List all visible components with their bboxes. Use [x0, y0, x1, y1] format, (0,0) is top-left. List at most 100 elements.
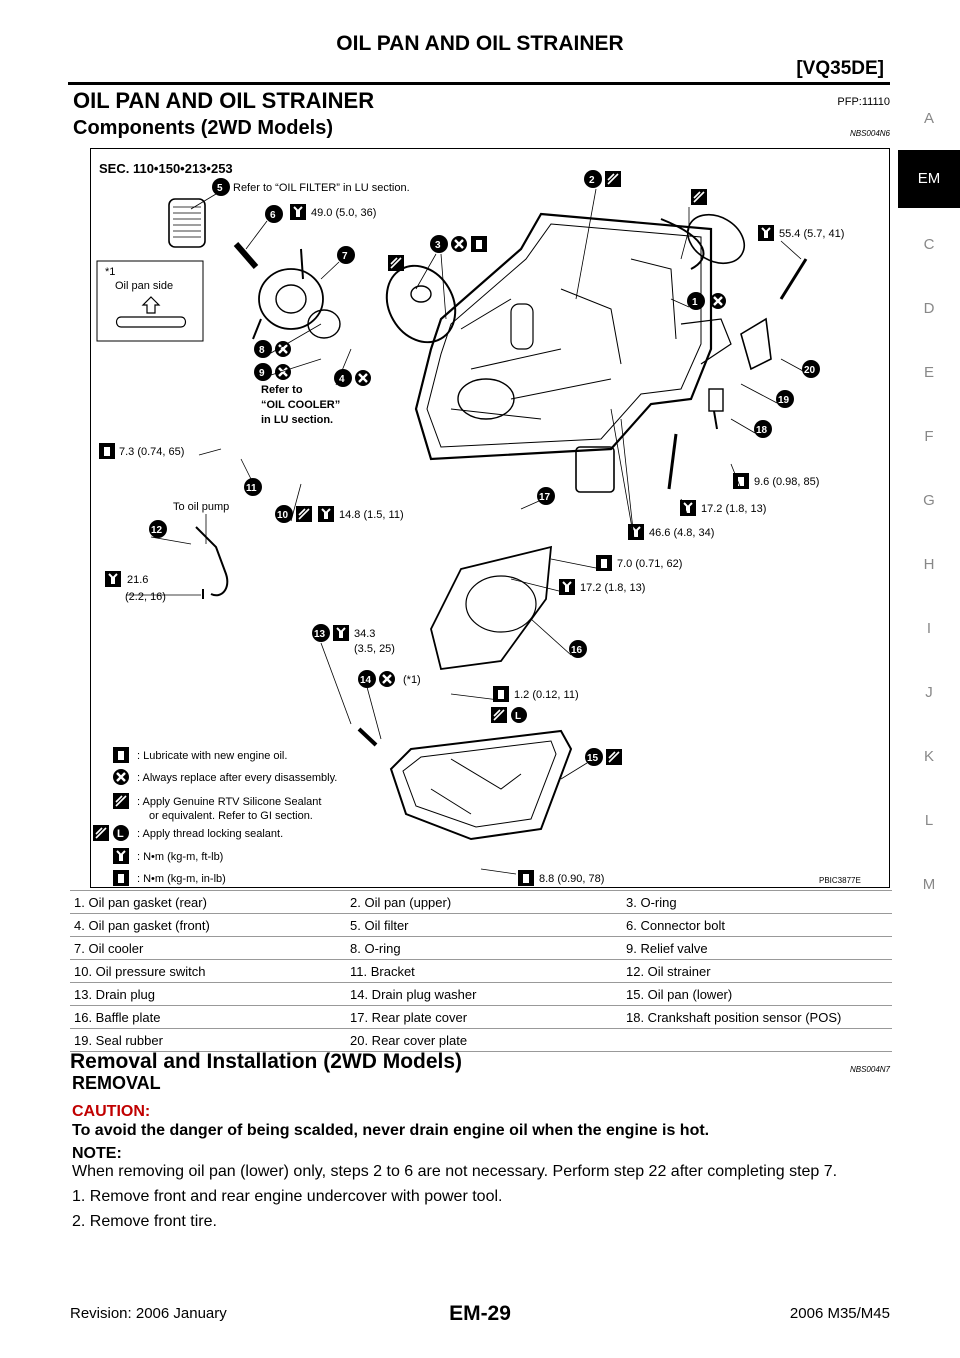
torque-12c: 1.2 (0.12, 11)	[514, 689, 579, 701]
inset-title: *1	[105, 266, 115, 278]
tab-c[interactable]: C	[923, 236, 935, 253]
table-cell: 13. Drain plug	[70, 982, 346, 1006]
table-cell: 5. Oil filter	[346, 913, 622, 937]
legend-sealant: : Apply Genuine RTV Silicone Sealant	[137, 796, 321, 808]
footer-revision: Revision: 2006 January	[70, 1305, 227, 1322]
torque-14: (*1)	[403, 674, 421, 686]
components-code: NBS004N6	[849, 129, 890, 138]
table-cell: 4. Oil pan gasket (front)	[70, 913, 346, 937]
torque-17b: 17.2 (1.8, 13)	[580, 582, 645, 594]
svg-text:6: 6	[270, 210, 276, 221]
note-body: When removing oil pan (lower) only, step…	[72, 1163, 838, 1180]
removal-code: NBS004N7	[849, 1065, 890, 1074]
tab-l[interactable]: L	[924, 812, 934, 829]
table-cell: 15. Oil pan (lower)	[622, 982, 892, 1006]
svg-text:2: 2	[589, 175, 595, 186]
table-cell	[622, 1028, 892, 1052]
figure-id: PBIC3877E	[819, 876, 861, 885]
torque-1: 55.4 (5.7, 41)	[779, 228, 844, 240]
tab-em[interactable]: EM	[898, 150, 960, 208]
svg-text:3: 3	[435, 240, 441, 251]
torque-6: 49.0 (5.0, 36)	[311, 207, 376, 219]
tab-a[interactable]: A	[923, 110, 934, 127]
parts-table: 1. Oil pan gasket (rear)2. Oil pan (uppe…	[70, 890, 892, 1052]
tab-d[interactable]: D	[923, 300, 935, 317]
legend-replace: : Always replace after every disassembly…	[137, 772, 337, 784]
svg-text:L: L	[515, 711, 521, 722]
legend-lubricate: : Lubricate with new engine oil.	[137, 750, 287, 762]
refer-cooler-3: in LU section.	[261, 414, 333, 426]
svg-text:9: 9	[259, 368, 265, 379]
torque-18: 9.6 (0.98, 85)	[754, 476, 819, 488]
table-cell: 12. Oil strainer	[622, 959, 892, 983]
footer-model: 2006 M35/M45	[789, 1305, 890, 1322]
torque-7: 7.0 (0.71, 62)	[617, 558, 682, 570]
page-header-title: OIL PAN AND OIL STRAINER	[336, 32, 624, 55]
tab-i[interactable]: I	[926, 620, 932, 637]
to-oil-pump: To oil pump	[173, 501, 229, 513]
inset-label: Oil pan side	[115, 280, 173, 292]
svg-text:4: 4	[339, 374, 345, 385]
svg-text:5: 5	[217, 183, 223, 194]
table-cell: 10. Oil pressure switch	[70, 959, 346, 983]
caution-body: To avoid the danger of being scalded, ne…	[72, 1122, 710, 1139]
section-title: OIL PAN AND OIL STRAINER	[73, 88, 375, 113]
svg-text:12: 12	[151, 525, 163, 536]
legend-thread-lock: : Apply thread locking sealant.	[137, 828, 283, 840]
caution-heading: CAUTION:	[72, 1103, 151, 1120]
torque-12a: 21.6	[127, 574, 148, 586]
table-cell: 19. Seal rubber	[70, 1028, 346, 1052]
table-cell: 2. Oil pan (upper)	[346, 890, 622, 914]
svg-text:L: L	[117, 828, 124, 840]
tab-e[interactable]: E	[923, 364, 934, 381]
tab-j[interactable]: J	[925, 684, 933, 701]
sec-number: SEC. 110•150•213•253	[99, 161, 233, 176]
table-cell: 16. Baffle plate	[70, 1005, 346, 1029]
torque-12b: (2.2, 16)	[125, 591, 166, 603]
refer-cooler-2: “OIL COOLER”	[261, 399, 340, 411]
table-cell: 9. Relief valve	[622, 936, 892, 960]
step-1: 1. Remove front and rear engine undercov…	[72, 1188, 503, 1205]
legend-sealant-2: or equivalent. Refer to GI section.	[149, 810, 313, 822]
torque-13b: (3.5, 25)	[354, 643, 395, 655]
torque-13a: 34.3	[354, 628, 375, 640]
svg-text:15: 15	[587, 753, 599, 764]
table-cell: 8. O-ring	[346, 936, 622, 960]
svg-text:10: 10	[277, 510, 289, 521]
torque-11: 7.3 (0.74, 65)	[119, 446, 184, 458]
svg-text:7: 7	[342, 251, 348, 262]
table-cell: 20. Rear cover plate	[346, 1028, 622, 1052]
table-cell: 3. O-ring	[622, 890, 892, 914]
tab-h[interactable]: H	[923, 556, 935, 573]
removal-title: Removal and Installation (2WD Models)	[70, 1050, 463, 1073]
tab-k[interactable]: K	[923, 748, 934, 765]
note-heading: NOTE:	[72, 1145, 122, 1162]
removal-subtitle: REMOVAL	[72, 1073, 161, 1093]
table-cell: 17. Rear plate cover	[346, 1005, 622, 1029]
torque-10: 14.8 (1.5, 11)	[339, 509, 404, 521]
table-cell: 18. Crankshaft position sensor (POS)	[622, 1005, 892, 1029]
svg-text:1: 1	[692, 297, 698, 308]
refer-oil-filter: Refer to “OIL FILTER” in LU section.	[233, 182, 410, 194]
svg-text:11: 11	[246, 483, 257, 494]
legend-nm-ft: : N•m (kg-m, ft-lb)	[137, 851, 223, 863]
svg-text:20: 20	[804, 365, 816, 376]
header-rule	[68, 82, 890, 85]
tab-m[interactable]: M	[922, 876, 936, 893]
pfp-code: PFP:11110	[837, 96, 890, 108]
tab-f[interactable]: F	[924, 428, 934, 445]
tab-g[interactable]: G	[923, 492, 935, 509]
engine-model: [VQ35DE]	[796, 58, 884, 79]
components-diagram: *1 Oil pan side SEC. 110•150•213•253 5 R…	[90, 148, 890, 888]
page-number: EM-29	[449, 1302, 511, 1325]
legend-nm-in: : N•m (kg-m, in-lb)	[137, 873, 226, 885]
refer-cooler-1: Refer to	[261, 384, 303, 396]
svg-text:8: 8	[259, 345, 265, 356]
svg-text:13: 13	[314, 629, 326, 640]
svg-text:14: 14	[360, 675, 372, 686]
